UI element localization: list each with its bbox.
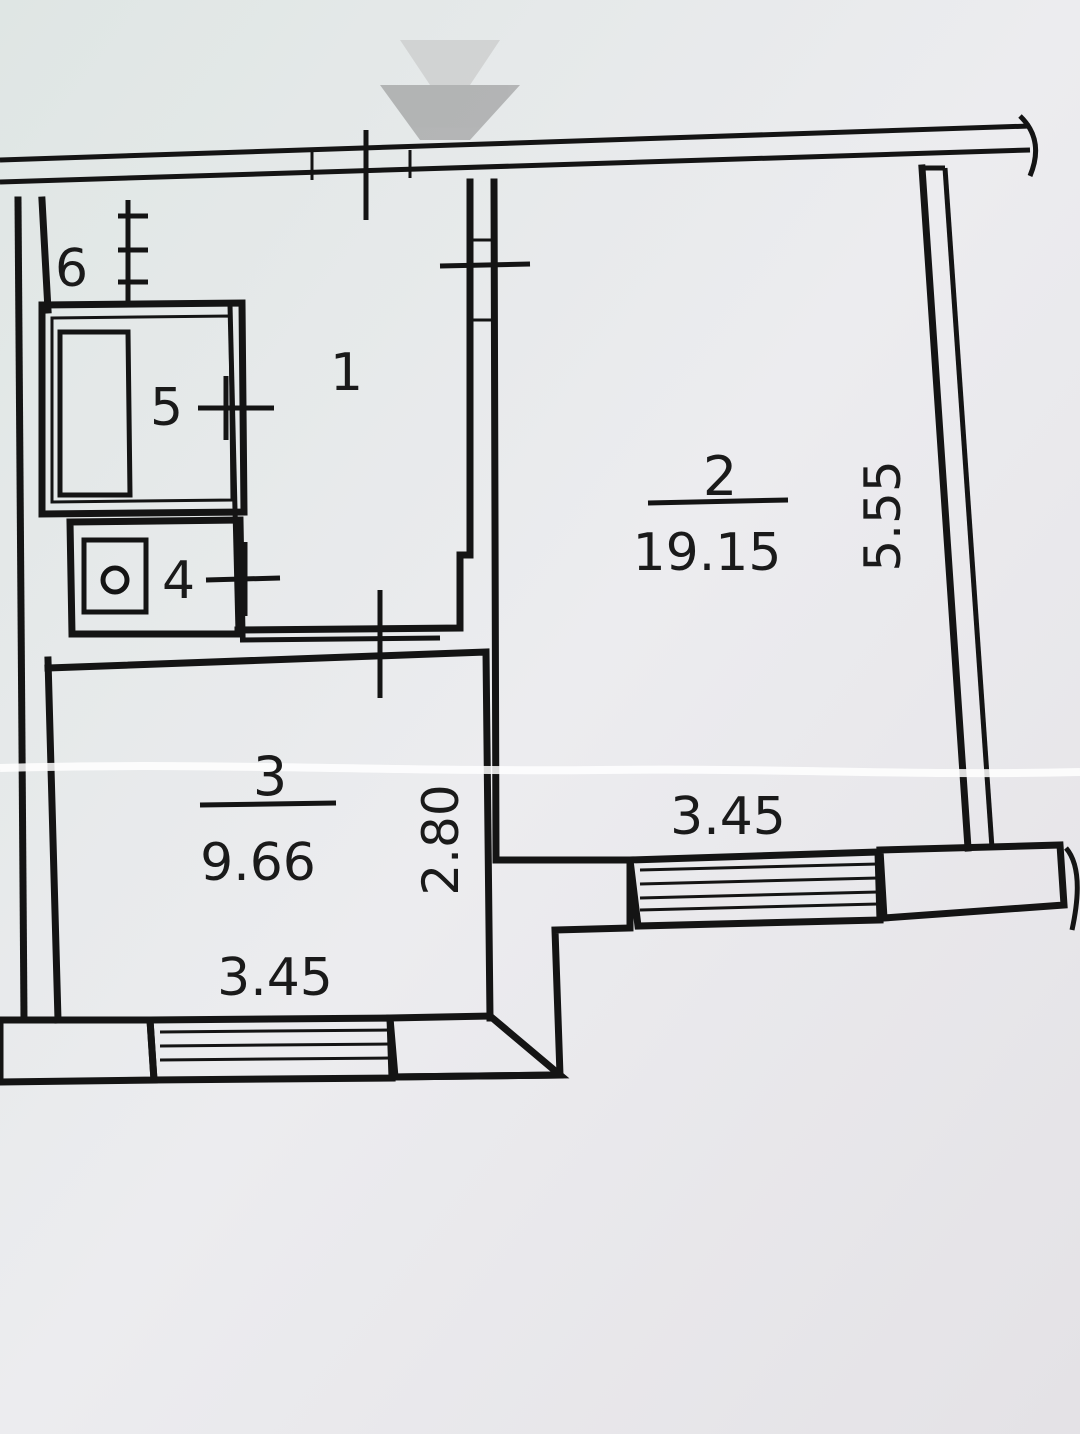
toilet-walls [66, 516, 246, 638]
door-ticks [118, 213, 281, 616]
room-5-label: 5 [150, 378, 183, 438]
left-exterior-wall [14, 196, 62, 1024]
paper-fold [0, 762, 1080, 778]
room-2-area: 19.15 [633, 523, 782, 583]
room-3-number: 3 [253, 745, 287, 808]
room-2-length-dimension: 5.55 [854, 460, 912, 571]
room-6-label: 6 [55, 239, 88, 299]
room-2-fraction-line [647, 497, 789, 506]
room-2-number: 2 [703, 445, 737, 508]
room-3-area: 9.66 [200, 833, 316, 893]
room-1-label: 1 [330, 343, 363, 403]
partition-wall-1-2 [234, 178, 531, 864]
room-4-label: 4 [162, 551, 195, 611]
top-exterior-wall [0, 114, 1039, 220]
room-3-width-dimension: 3.45 [217, 948, 333, 1008]
room-3-fraction-line [199, 800, 337, 808]
room-3-length-dimension: 2.80 [412, 784, 470, 895]
window-room-3 [0, 1012, 570, 1086]
room-3-walls [44, 648, 494, 1022]
room-2-width-dimension: 3.45 [670, 787, 786, 847]
blurred-watermark [380, 40, 520, 140]
right-wall-room-2 [918, 164, 995, 852]
window-room-2 [626, 841, 1080, 931]
